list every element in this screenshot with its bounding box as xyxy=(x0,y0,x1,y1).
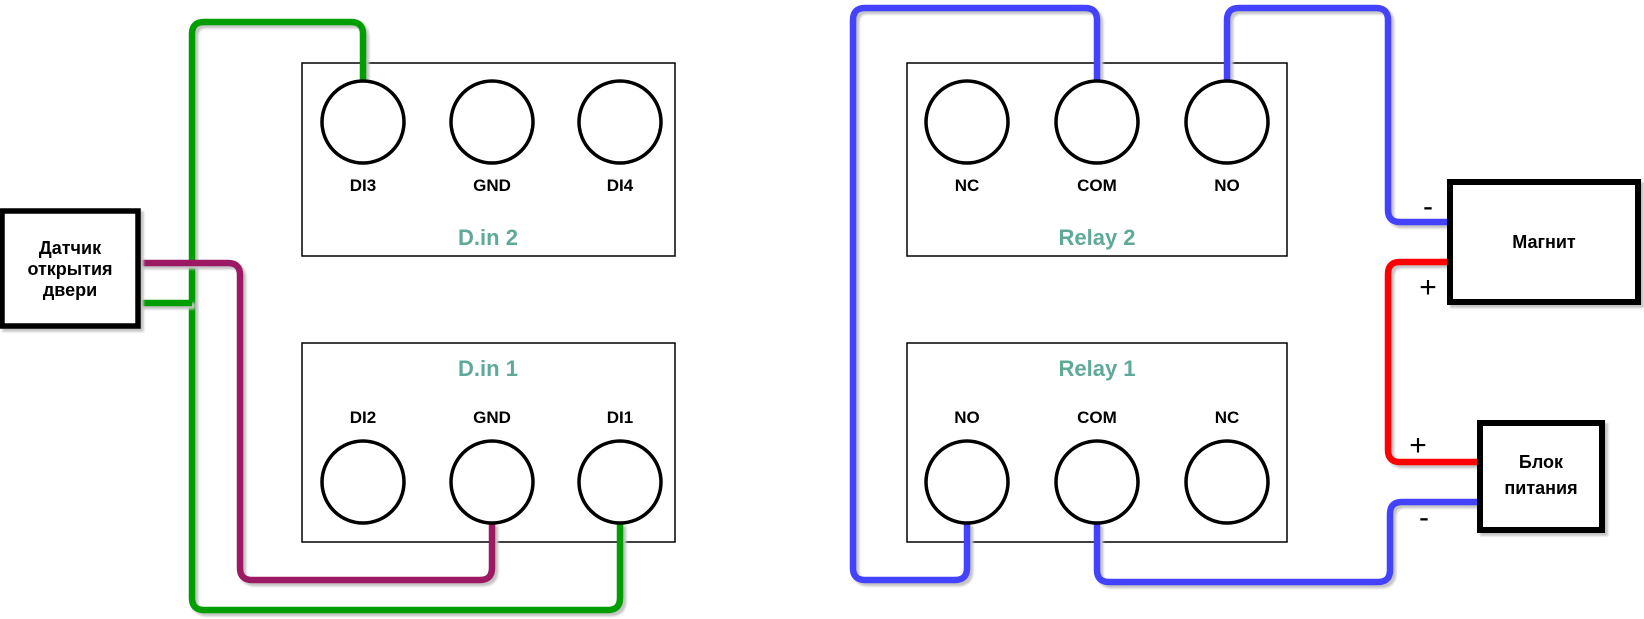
magnet-label: Магнит xyxy=(1512,232,1576,252)
relay1-terminal-no-circle xyxy=(924,439,1010,525)
relay2-terminal-nc-circle xyxy=(924,79,1010,165)
sensor-label-line2: открытия xyxy=(27,259,112,279)
din2-terminal-label-di3: DI3 xyxy=(350,176,376,195)
relay1-terminal-com-circle xyxy=(1054,439,1140,525)
psu-minus-label: - xyxy=(1419,501,1429,534)
relay1-terminal-nc-circle xyxy=(1184,439,1270,525)
din2-title: D.in 2 xyxy=(458,225,518,250)
relay2-terminal-label-nc: NC xyxy=(955,176,980,195)
relay1-terminal-label-com: COM xyxy=(1077,408,1117,427)
magnet-minus-label: - xyxy=(1423,190,1433,223)
din2-terminal-label-di4: DI4 xyxy=(607,176,634,195)
psu-label-line1: Блок xyxy=(1519,452,1564,472)
din1-terminal-di1-circle xyxy=(577,439,663,525)
din2-terminal-label-gnd: GND xyxy=(473,176,511,195)
din1-terminal-label-di1: DI1 xyxy=(607,408,633,427)
din2-terminal-di4-circle xyxy=(577,79,663,165)
relay2-title: Relay 2 xyxy=(1058,225,1135,250)
magnet-plus-label: + xyxy=(1419,271,1437,304)
psu-label-line2: питания xyxy=(1504,478,1577,498)
relay1-terminal-label-nc: NC xyxy=(1215,408,1240,427)
sensor-label-line3: двери xyxy=(43,280,97,300)
relay2-terminal-com-circle xyxy=(1054,79,1140,165)
relay2-terminal-label-com: COM xyxy=(1077,176,1117,195)
terminal-circles xyxy=(320,79,1270,525)
din1-terminal-label-di2: DI2 xyxy=(350,408,376,427)
din1-terminal-label-gnd: GND xyxy=(473,408,511,427)
din2-terminal-di3-circle xyxy=(320,79,406,165)
psu-box xyxy=(1477,420,1605,533)
psu-plus-label: + xyxy=(1409,429,1427,462)
din1-title: D.in 1 xyxy=(458,356,518,381)
relay1-terminal-label-no: NO xyxy=(954,408,980,427)
relay2-terminal-label-no: NO xyxy=(1214,176,1240,195)
din2-terminal-gnd-circle xyxy=(449,79,535,165)
magnet-box xyxy=(1447,179,1641,305)
relay1-title: Relay 1 xyxy=(1058,356,1135,381)
sensor-label-line1: Датчик xyxy=(39,238,102,258)
din1-terminal-gnd-circle xyxy=(449,439,535,525)
din1-terminal-di2-circle xyxy=(320,439,406,525)
sensor-box xyxy=(0,208,141,329)
relay2-terminal-no-circle xyxy=(1184,79,1270,165)
